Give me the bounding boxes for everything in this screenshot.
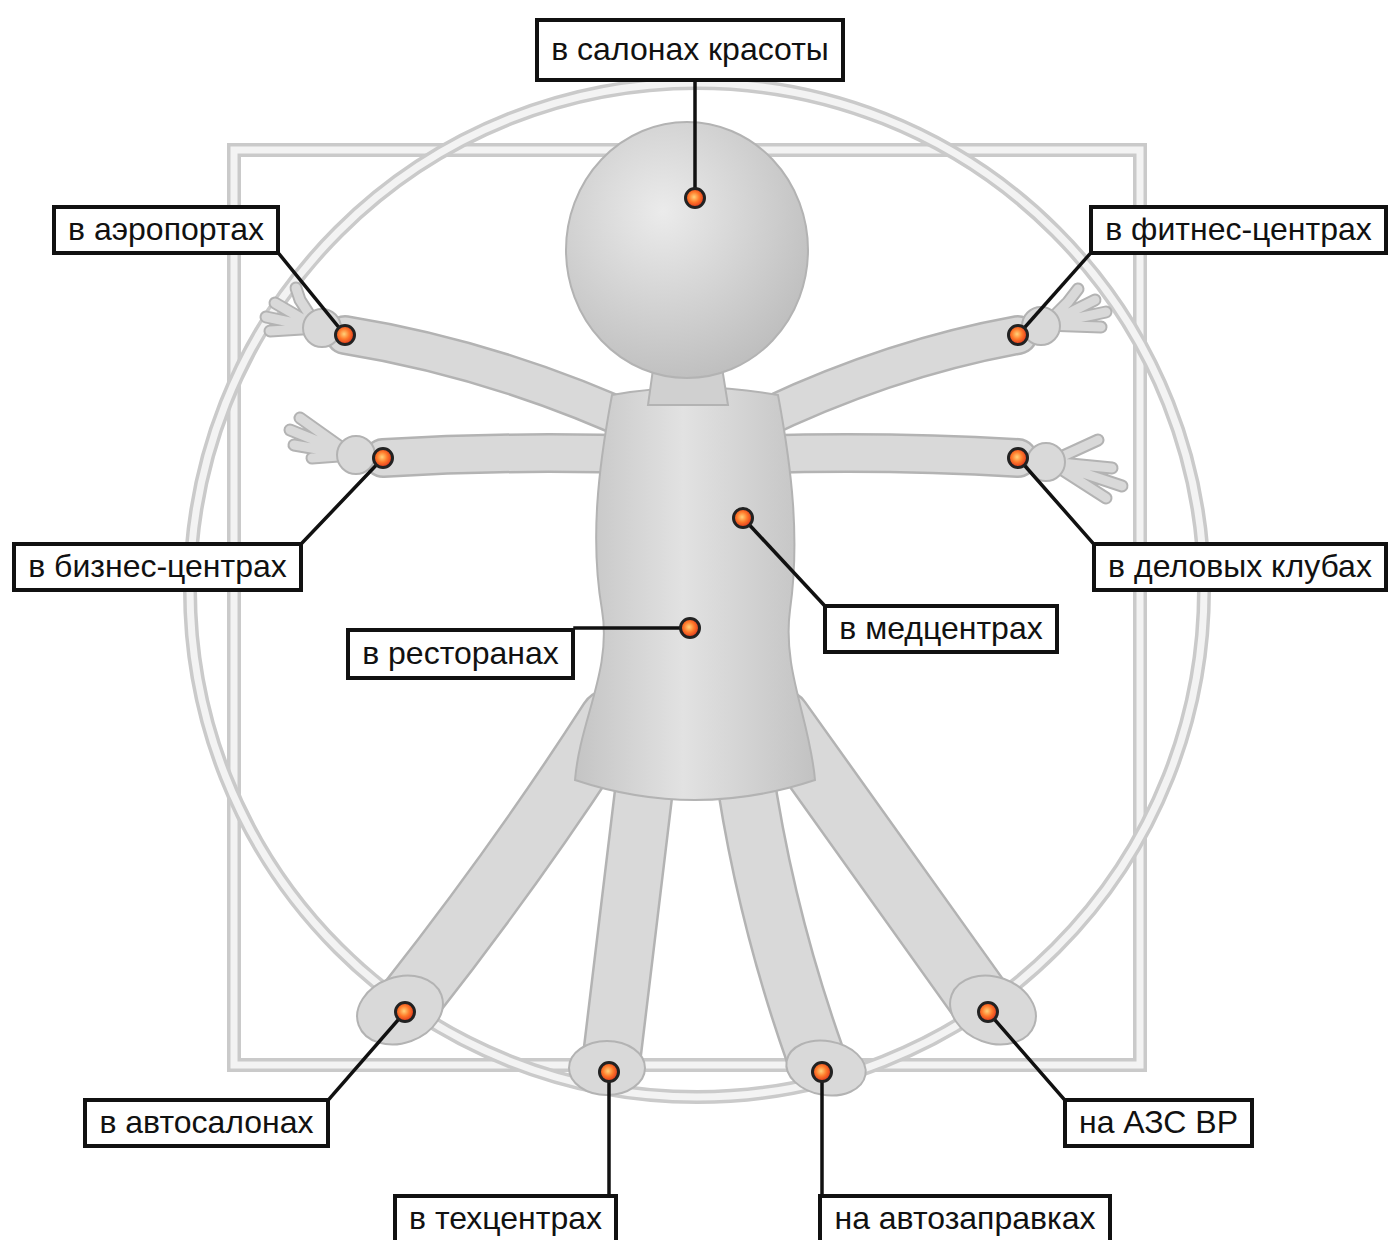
foot — [569, 1041, 645, 1095]
arm — [345, 335, 650, 430]
marker-dot — [813, 1063, 832, 1082]
callout-label: на АЗС BP — [1079, 1105, 1238, 1140]
marker-dot — [686, 189, 705, 208]
callout-label: в фитнес-центрах — [1105, 212, 1372, 247]
foot — [940, 964, 1045, 1056]
marker-dot — [600, 1063, 619, 1082]
label-box: на автозаправках — [818, 1194, 1112, 1240]
label-box: в фитнес-центрах — [1089, 205, 1388, 255]
label-box: в медцентрах — [823, 604, 1059, 654]
marker-dot — [374, 449, 393, 468]
leader-line — [607, 1072, 611, 1194]
leader-line — [1018, 255, 1089, 335]
leader-line — [1018, 458, 1092, 542]
marker-dot — [734, 509, 753, 528]
palms-feet — [303, 307, 1065, 1102]
leader-lines — [280, 82, 1092, 1194]
limb-fills — [266, 288, 1122, 1055]
marker-dot — [979, 1003, 998, 1022]
label-box: в бизнес-центрах — [12, 542, 303, 592]
limb-outlines — [266, 288, 1122, 1055]
callout-label: в медцентрах — [839, 611, 1042, 646]
marker-dot — [1009, 449, 1028, 468]
leader-line — [693, 82, 697, 198]
palm — [303, 309, 341, 347]
callout-label: на автозаправках — [834, 1201, 1095, 1236]
callout-label: в ресторанах — [362, 636, 559, 671]
leader-line — [280, 255, 345, 335]
leader-line — [575, 626, 690, 630]
leader-line — [820, 1072, 824, 1194]
callout-label: в салонах красоты — [551, 32, 829, 67]
head — [566, 122, 808, 378]
leader-line — [743, 518, 823, 604]
torso — [575, 388, 815, 801]
label-box: в салонах красоты — [535, 18, 845, 82]
palm — [337, 436, 375, 474]
leader-line — [988, 1012, 1063, 1098]
frame-circle-inner — [190, 83, 1204, 1097]
callout-label: в бизнес-центрах — [28, 549, 287, 584]
label-box: в деловых клубах — [1092, 542, 1388, 592]
marker-dot — [336, 326, 355, 345]
leader-line — [330, 1012, 405, 1098]
marker-dot — [1009, 326, 1028, 345]
callout-label: в аэропортах — [68, 212, 264, 247]
callout-label: в автосалонах — [99, 1105, 313, 1140]
frame-circle — [190, 83, 1204, 1097]
label-box: в техцентрах — [393, 1194, 618, 1240]
label-box: в автосалонах — [83, 1098, 330, 1148]
foot — [782, 1034, 870, 1101]
callout-label: в деловых клубах — [1108, 549, 1372, 584]
label-box: в аэропортах — [52, 205, 280, 255]
label-box: на АЗС BP — [1063, 1098, 1254, 1148]
marker-dot — [396, 1003, 415, 1022]
leader-line — [303, 458, 383, 542]
foot — [347, 964, 452, 1056]
marker-dot — [681, 619, 700, 638]
vitruvian-frame — [190, 83, 1204, 1097]
callout-label: в техцентрах — [409, 1201, 602, 1236]
arm-outline — [345, 335, 650, 430]
label-box: в ресторанах — [346, 628, 575, 680]
